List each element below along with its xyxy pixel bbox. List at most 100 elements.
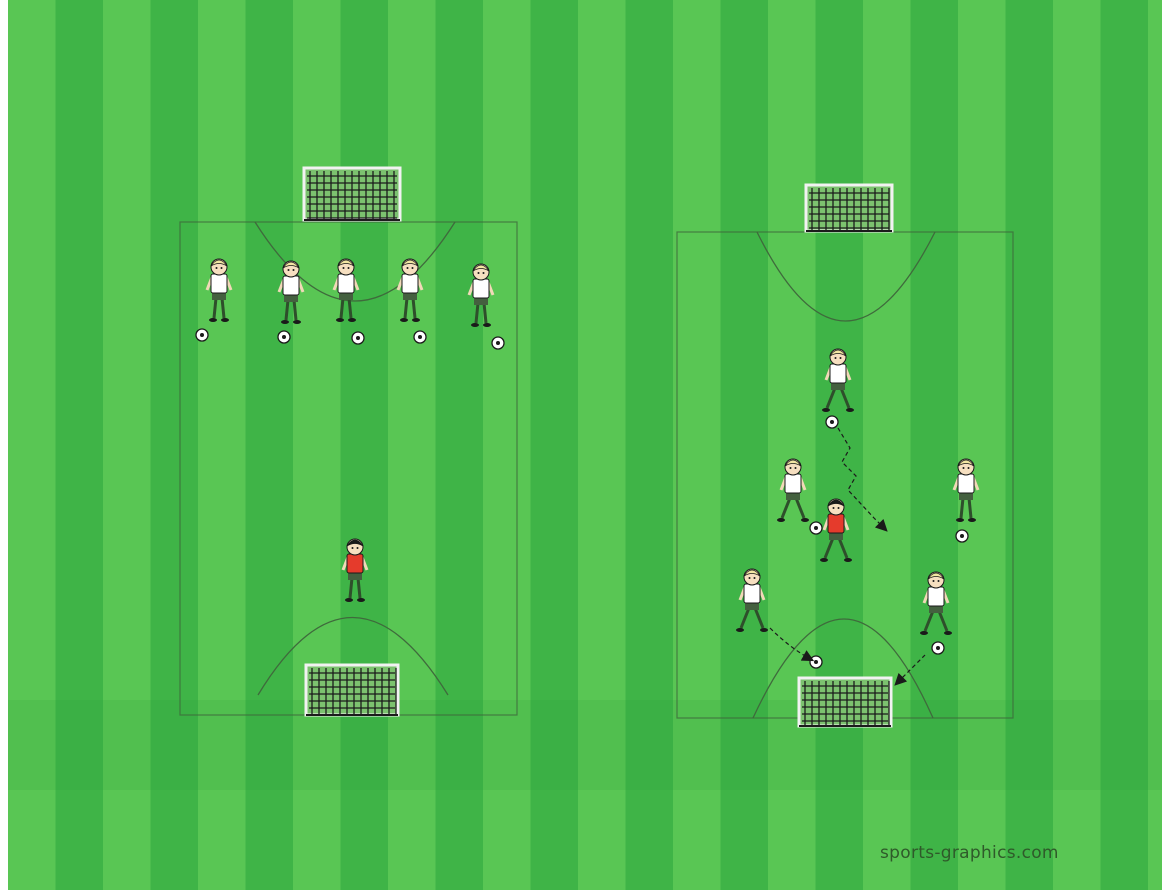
player-shoe xyxy=(412,318,420,322)
ball xyxy=(826,416,838,428)
player-shoe xyxy=(483,323,491,327)
ball-patch xyxy=(960,534,964,538)
player-eye xyxy=(790,467,792,469)
player-eye xyxy=(348,267,350,269)
player-eye xyxy=(407,267,409,269)
left-top-goal xyxy=(304,168,400,220)
player-eye xyxy=(288,269,290,271)
player-eye xyxy=(357,547,359,549)
ball xyxy=(932,642,944,654)
player-eye xyxy=(938,580,940,582)
player-shoe xyxy=(777,518,785,522)
left-bottom-goal xyxy=(306,665,398,715)
ball xyxy=(414,331,426,343)
player-eye xyxy=(833,507,835,509)
player-eye xyxy=(933,580,935,582)
player-shoe xyxy=(400,318,408,322)
player-leg xyxy=(358,578,360,598)
player-eye xyxy=(216,267,218,269)
player-shirt xyxy=(283,276,299,295)
grass-band xyxy=(8,700,1162,790)
player-eye xyxy=(478,272,480,274)
player-leg xyxy=(405,298,407,318)
grass-background xyxy=(8,0,1162,890)
player-eye xyxy=(352,547,354,549)
ball-patch xyxy=(356,336,360,340)
player-shoe xyxy=(844,558,852,562)
player-leg xyxy=(341,298,343,318)
player-eye xyxy=(221,267,223,269)
player-shirt xyxy=(958,474,974,493)
player-leg xyxy=(484,303,486,323)
right-top-goal xyxy=(806,185,892,231)
player-shoe xyxy=(736,628,744,632)
goal-frame xyxy=(799,678,891,726)
player-leg xyxy=(222,298,224,318)
player-shoe xyxy=(221,318,229,322)
player-shoe xyxy=(760,628,768,632)
player-shoe xyxy=(968,518,976,522)
player-eye xyxy=(754,577,756,579)
player-shirt xyxy=(785,474,801,493)
player-eye xyxy=(968,467,970,469)
ball-patch xyxy=(936,646,940,650)
player-shoe xyxy=(471,323,479,327)
player-shoe xyxy=(336,318,344,322)
player-shirt xyxy=(338,274,354,293)
ball-patch xyxy=(814,526,818,530)
player-leg xyxy=(969,498,971,518)
player-shoe xyxy=(348,318,356,322)
player-leg xyxy=(350,578,352,598)
ball-patch xyxy=(830,420,834,424)
ball xyxy=(352,332,364,344)
player-shirt xyxy=(211,274,227,293)
player-shoe xyxy=(357,598,365,602)
player-leg xyxy=(214,298,216,318)
right-bottom-goal xyxy=(799,678,891,726)
player-shirt xyxy=(928,587,944,606)
player-eye xyxy=(412,267,414,269)
player-shoe xyxy=(822,408,830,412)
player-eye xyxy=(343,267,345,269)
ball-patch xyxy=(282,335,286,339)
player-leg xyxy=(961,498,963,518)
player-leg xyxy=(286,300,288,320)
player-leg xyxy=(294,300,296,320)
player-leg xyxy=(413,298,415,318)
player-eye xyxy=(795,467,797,469)
ball xyxy=(492,337,504,349)
watermark-text: sports-graphics.com xyxy=(880,843,1140,863)
player-shoe xyxy=(293,320,301,324)
player-eye xyxy=(483,272,485,274)
ball xyxy=(810,522,822,534)
player-eye xyxy=(838,507,840,509)
player-leg xyxy=(476,303,478,323)
player-shoe xyxy=(944,631,952,635)
player-shoe xyxy=(920,631,928,635)
player-eye xyxy=(749,577,751,579)
ball xyxy=(278,331,290,343)
ball-patch xyxy=(814,660,818,664)
player-shirt xyxy=(830,364,846,383)
ball xyxy=(196,329,208,341)
player-shoe xyxy=(281,320,289,324)
player-shirt xyxy=(402,274,418,293)
player-shoe xyxy=(345,598,353,602)
ball xyxy=(956,530,968,542)
ball-patch xyxy=(418,335,422,339)
player-eye xyxy=(835,357,837,359)
player-shirt xyxy=(473,279,489,298)
player-shirt xyxy=(744,584,760,603)
ball-patch xyxy=(496,341,500,345)
player-shoe xyxy=(956,518,964,522)
player-eye xyxy=(293,269,295,271)
player-eye xyxy=(840,357,842,359)
ball xyxy=(810,656,822,668)
player-leg xyxy=(349,298,351,318)
player-shirt xyxy=(828,514,844,533)
player-shoe xyxy=(846,408,854,412)
player-shoe xyxy=(820,558,828,562)
player-shoe xyxy=(801,518,809,522)
